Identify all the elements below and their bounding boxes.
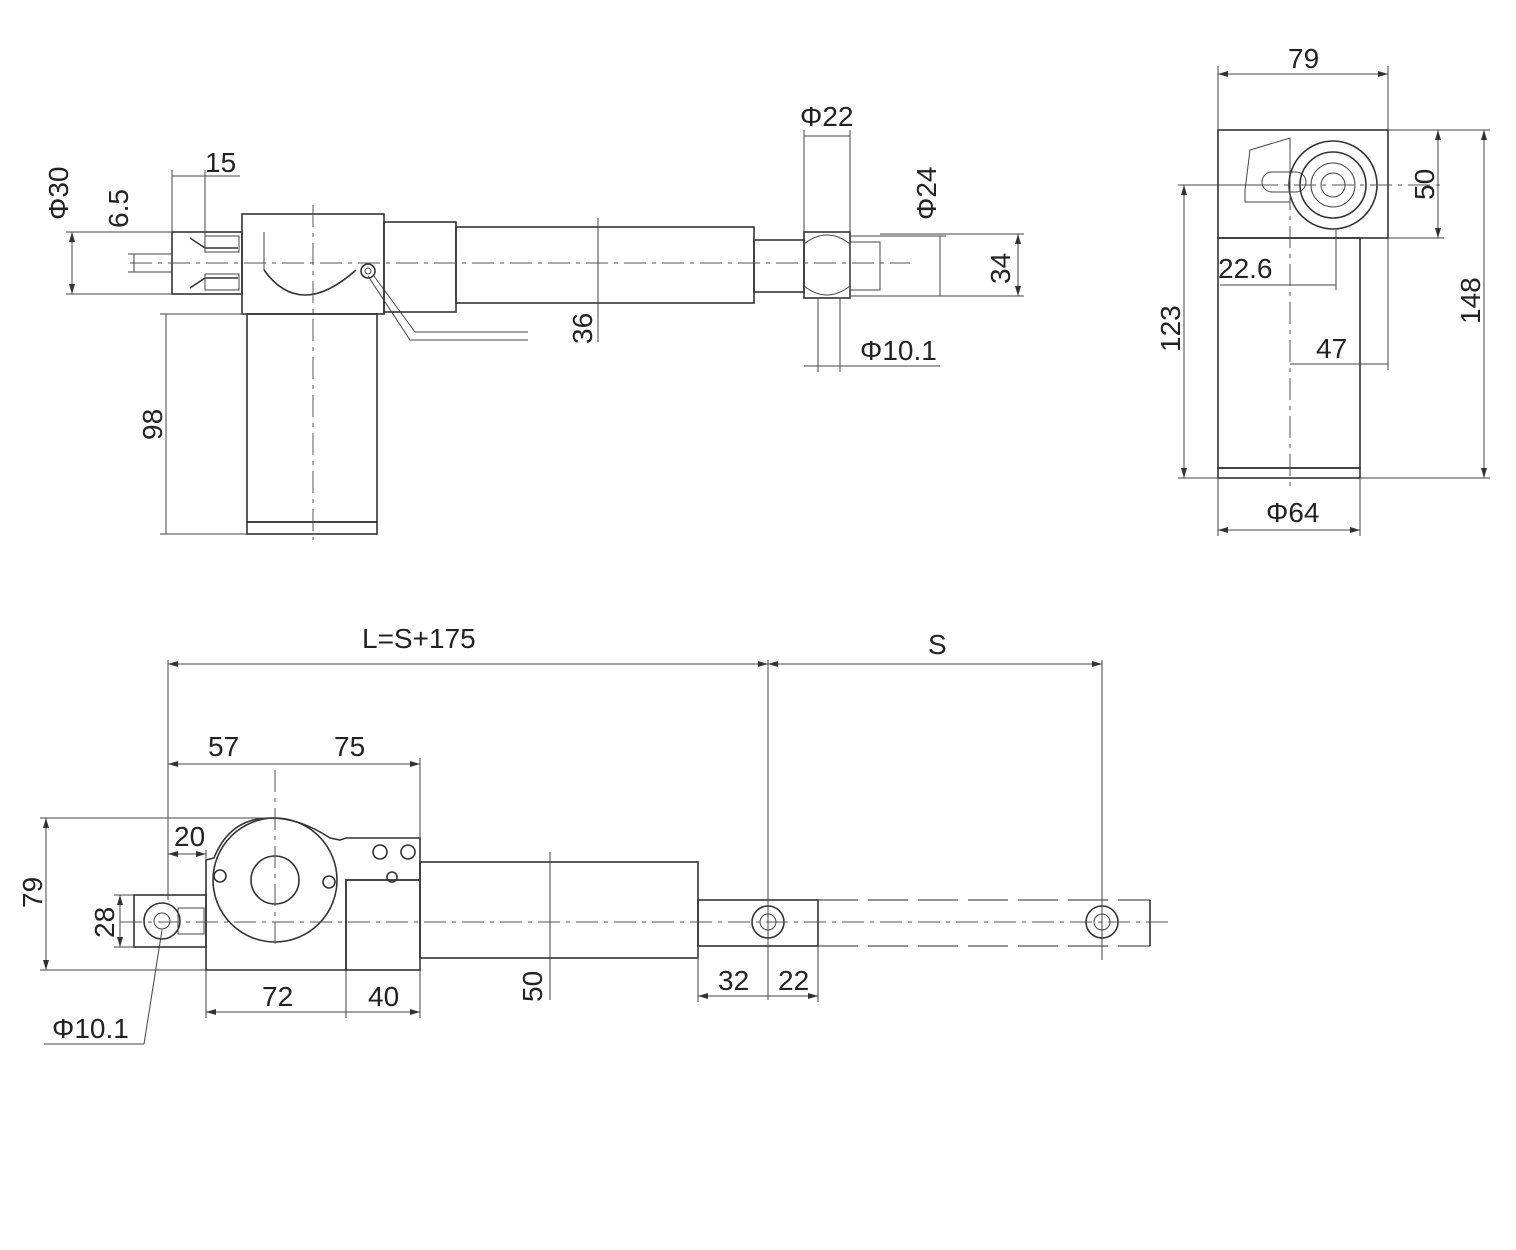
label-28: 28 bbox=[89, 907, 120, 938]
label-50-top: 50 bbox=[517, 971, 548, 1002]
dim-72-40: 72 40 bbox=[205, 958, 421, 1018]
dim-36: 36 bbox=[567, 218, 599, 344]
label-34: 34 bbox=[985, 253, 1016, 284]
label-36: 36 bbox=[567, 313, 598, 344]
dim-phi10-1: Φ10.1 bbox=[804, 298, 940, 372]
label-40: 40 bbox=[368, 981, 399, 1012]
dim-50-end: 50 bbox=[1388, 129, 1444, 239]
end-motor bbox=[1217, 237, 1361, 479]
label-32: 32 bbox=[718, 965, 749, 996]
label-length: L=S+175 bbox=[362, 623, 476, 654]
gearbox-housing bbox=[241, 213, 528, 341]
dim-57-75: 57 75 bbox=[168, 731, 421, 838]
side-view: Φ30 6.5 15 Φ22 Φ24 bbox=[43, 101, 1024, 540]
dim-length: L=S+175 bbox=[167, 623, 768, 900]
label-98: 98 bbox=[137, 409, 168, 440]
label-72: 72 bbox=[262, 981, 293, 1012]
label-22-6: 22.6 bbox=[1218, 253, 1273, 284]
label-22: 22 bbox=[778, 965, 809, 996]
label-phi10-1: Φ10.1 bbox=[860, 335, 937, 366]
dim-phi22: Φ22 bbox=[800, 101, 853, 232]
dim-phi24: Φ24 bbox=[850, 167, 946, 297]
label-stroke: S bbox=[928, 629, 947, 660]
dim-phi30: Φ30 bbox=[43, 167, 172, 295]
dim-20: 20 bbox=[168, 821, 207, 860]
dim-phi10-1-top: Φ10.1 bbox=[44, 929, 163, 1045]
top-front-collar bbox=[345, 879, 421, 971]
label-79-top: 79 bbox=[17, 877, 48, 908]
dim-32-22: 32 22 bbox=[697, 946, 819, 1002]
rod-end bbox=[803, 231, 881, 299]
top-gear-housing bbox=[205, 817, 421, 971]
inner-rod bbox=[753, 239, 805, 293]
dim-98: 98 bbox=[137, 313, 247, 535]
top-rear-clevis bbox=[133, 894, 207, 948]
label-phi24: Φ24 bbox=[911, 167, 942, 220]
dim-47: 47 bbox=[1290, 238, 1389, 370]
label-57: 57 bbox=[208, 731, 239, 762]
dim-123: 123 bbox=[1155, 184, 1262, 479]
label-20: 20 bbox=[174, 821, 205, 852]
dim-148: 148 bbox=[1360, 129, 1490, 479]
label-123: 123 bbox=[1155, 305, 1186, 352]
front-collar bbox=[383, 221, 457, 313]
dim-stroke: S bbox=[768, 629, 1102, 667]
dim-34: 34 bbox=[880, 233, 1024, 297]
label-6-5: 6.5 bbox=[103, 189, 134, 228]
end-housing bbox=[1217, 129, 1389, 239]
outer-tube bbox=[455, 226, 755, 304]
dim-50-top: 50 bbox=[517, 852, 551, 1002]
label-15: 15 bbox=[205, 147, 236, 178]
dim-79-top: 79 bbox=[17, 817, 270, 971]
label-79-end: 79 bbox=[1288, 43, 1319, 74]
end-view: 79 50 22.6 123 148 47 bbox=[1155, 43, 1490, 536]
dim-28: 28 bbox=[89, 894, 134, 948]
label-phi64: Φ64 bbox=[1266, 497, 1319, 528]
top-outer-tube bbox=[419, 861, 699, 959]
label-75: 75 bbox=[334, 731, 365, 762]
label-phi30: Φ30 bbox=[43, 167, 74, 220]
label-47: 47 bbox=[1316, 333, 1347, 364]
label-phi10-1-top: Φ10.1 bbox=[52, 1013, 129, 1044]
dim-phi64: Φ64 bbox=[1217, 478, 1361, 536]
label-phi22: Φ22 bbox=[800, 101, 853, 132]
label-50-end: 50 bbox=[1409, 169, 1440, 200]
dim-79-end: 79 bbox=[1217, 43, 1389, 130]
top-view: L=S+175 S 57 75 79 20 28 bbox=[17, 623, 1170, 1045]
label-148: 148 bbox=[1455, 277, 1486, 324]
top-inner-rod bbox=[697, 899, 819, 947]
top-rod-extended bbox=[818, 899, 1151, 947]
dim-6-5: 6.5 bbox=[103, 189, 172, 273]
dim-15: 15 bbox=[171, 147, 240, 236]
motor bbox=[246, 313, 378, 535]
dim-22-6: 22.6 bbox=[1218, 230, 1337, 290]
